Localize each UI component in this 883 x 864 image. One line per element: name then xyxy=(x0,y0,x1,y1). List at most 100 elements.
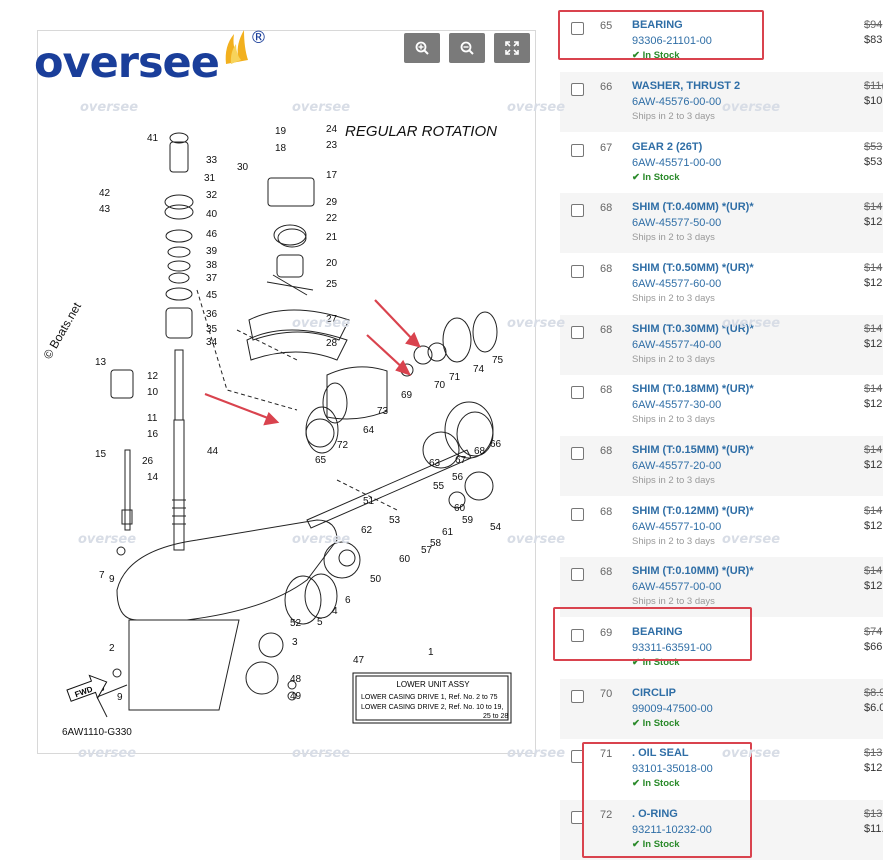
svg-text:48: 48 xyxy=(290,674,302,685)
availability-status: ✔︎ In Stock xyxy=(632,778,680,789)
part-number-link[interactable]: 6AW-45577-00-00 xyxy=(632,581,722,593)
part-ref-number: 70 xyxy=(600,688,613,700)
part-name-link[interactable]: BEARING xyxy=(632,19,683,31)
sale-price: $11. xyxy=(864,823,883,835)
highlight-box-seal-oring xyxy=(582,742,752,858)
list-price: $14 xyxy=(864,323,883,335)
part-ref-number: 71 xyxy=(600,748,613,760)
svg-text:25: 25 xyxy=(326,279,338,290)
availability-status: Ships in 2 to 3 days xyxy=(632,414,715,425)
part-checkbox[interactable] xyxy=(571,144,584,157)
part-name-link[interactable]: . OIL SEAL xyxy=(632,747,689,759)
part-name-link[interactable]: SHIM (T:0.12MM) *(UR)* xyxy=(632,505,754,517)
availability-text: Ships in 2 to 3 days xyxy=(632,475,715,486)
svg-text:29: 29 xyxy=(326,197,338,208)
logo-flame-icon xyxy=(225,30,248,64)
svg-text:73: 73 xyxy=(377,406,389,417)
part-name-link[interactable]: SHIM (T:0.15MM) *(UR)* xyxy=(632,444,754,456)
watermark: oversee xyxy=(507,316,566,331)
list-price: $14 xyxy=(864,201,883,213)
availability-status: ✔︎ In Stock xyxy=(632,839,680,850)
part-name-link[interactable]: GEAR 2 (26T) xyxy=(632,141,703,153)
svg-text:20: 20 xyxy=(326,258,338,269)
sale-price: $83 xyxy=(864,34,883,46)
part-number-link[interactable]: 93101-35018-00 xyxy=(632,763,713,775)
svg-text:14: 14 xyxy=(147,472,159,483)
sale-price: $12 xyxy=(864,216,883,228)
zoom-out-button[interactable] xyxy=(449,33,485,63)
part-number-link[interactable]: 99009-47500-00 xyxy=(632,703,713,715)
svg-text:65: 65 xyxy=(315,455,327,466)
sale-price: $66 xyxy=(864,641,883,653)
part-checkbox[interactable] xyxy=(571,629,584,642)
svg-text:34: 34 xyxy=(206,337,218,348)
part-name-link[interactable]: SHIM (T:0.10MM) *(UR)* xyxy=(632,565,754,577)
svg-text:59: 59 xyxy=(462,515,474,526)
part-ref-number: 67 xyxy=(600,142,613,154)
svg-text:32: 32 xyxy=(206,190,218,201)
svg-text:16: 16 xyxy=(147,429,159,440)
list-price: $14 xyxy=(864,383,883,395)
availability-status: Ships in 2 to 3 days xyxy=(632,475,715,486)
part-checkbox[interactable] xyxy=(571,22,584,35)
part-number-link[interactable]: 6AW-45577-10-00 xyxy=(632,521,722,533)
svg-text:17: 17 xyxy=(326,170,338,181)
availability-text: Ships in 2 to 3 days xyxy=(632,354,715,365)
part-checkbox[interactable] xyxy=(571,508,584,521)
part-number-link[interactable]: 6AW-45577-30-00 xyxy=(632,399,722,411)
part-name-link[interactable]: SHIM (T:0.30MM) *(UR)* xyxy=(632,323,754,335)
availability-text: Ships in 2 to 3 days xyxy=(632,414,715,425)
part-number-link[interactable]: 93306-21101-00 xyxy=(632,35,712,47)
svg-text:18: 18 xyxy=(275,143,287,154)
part-ref-number: 68 xyxy=(600,384,613,396)
svg-text:53: 53 xyxy=(389,515,401,526)
svg-text:36: 36 xyxy=(206,309,218,320)
availability-status: Ships in 2 to 3 days xyxy=(632,536,715,547)
svg-text:43: 43 xyxy=(99,204,111,215)
part-checkbox[interactable] xyxy=(571,447,584,460)
zoom-in-button[interactable] xyxy=(404,33,440,63)
diagram-panel xyxy=(37,30,536,754)
part-name-link[interactable]: CIRCLIP xyxy=(632,687,676,699)
availability-text: Ships in 2 to 3 days xyxy=(632,293,715,304)
part-checkbox[interactable] xyxy=(571,83,584,96)
svg-text:72: 72 xyxy=(337,440,349,451)
watermark: oversee xyxy=(80,100,139,115)
part-number-link[interactable]: 6AW-45577-20-00 xyxy=(632,460,722,472)
part-number-link[interactable]: 6AW-45577-40-00 xyxy=(632,339,722,351)
part-number-link[interactable]: 6AW-45577-50-00 xyxy=(632,217,722,229)
svg-text:44: 44 xyxy=(207,446,219,457)
sale-price: $12 xyxy=(864,277,883,289)
availability-text: Ships in 2 to 3 days xyxy=(632,232,715,243)
part-name-link[interactable]: SHIM (T:0.18MM) *(UR)* xyxy=(632,383,754,395)
oversee-logo: oversee xyxy=(34,38,220,88)
part-name-link[interactable]: SHIM (T:0.50MM) *(UR)* xyxy=(632,262,754,274)
svg-text:60: 60 xyxy=(454,503,466,514)
svg-text:39: 39 xyxy=(206,246,218,257)
part-name-link[interactable]: WASHER, THRUST 2 xyxy=(632,80,741,92)
highlight-box-bearing-65 xyxy=(558,10,764,60)
part-name-link[interactable]: . O-RING xyxy=(632,808,678,820)
svg-text:42: 42 xyxy=(99,188,111,199)
part-number-link[interactable]: 6AW-45571-00-00 xyxy=(632,157,722,169)
part-checkbox[interactable] xyxy=(571,386,584,399)
part-checkbox[interactable] xyxy=(571,265,584,278)
part-checkbox[interactable] xyxy=(571,204,584,217)
part-checkbox[interactable] xyxy=(571,690,584,703)
watermark: oversee xyxy=(78,746,137,761)
part-name-link[interactable]: SHIM (T:0.40MM) *(UR)* xyxy=(632,201,754,213)
fullscreen-button[interactable] xyxy=(494,33,530,63)
part-checkbox[interactable] xyxy=(571,568,584,581)
part-number-link[interactable]: 6AW-45576-00-00 xyxy=(632,96,722,108)
part-number-link[interactable]: 6AW-45577-60-00 xyxy=(632,278,722,290)
part-ref-number: 68 xyxy=(600,445,613,457)
part-number-link[interactable]: 93311-63591-00 xyxy=(632,642,712,654)
part-number-link[interactable]: 93211-10232-00 xyxy=(632,824,712,836)
part-checkbox[interactable] xyxy=(571,326,584,339)
part-name-link[interactable]: BEARING xyxy=(632,626,683,638)
